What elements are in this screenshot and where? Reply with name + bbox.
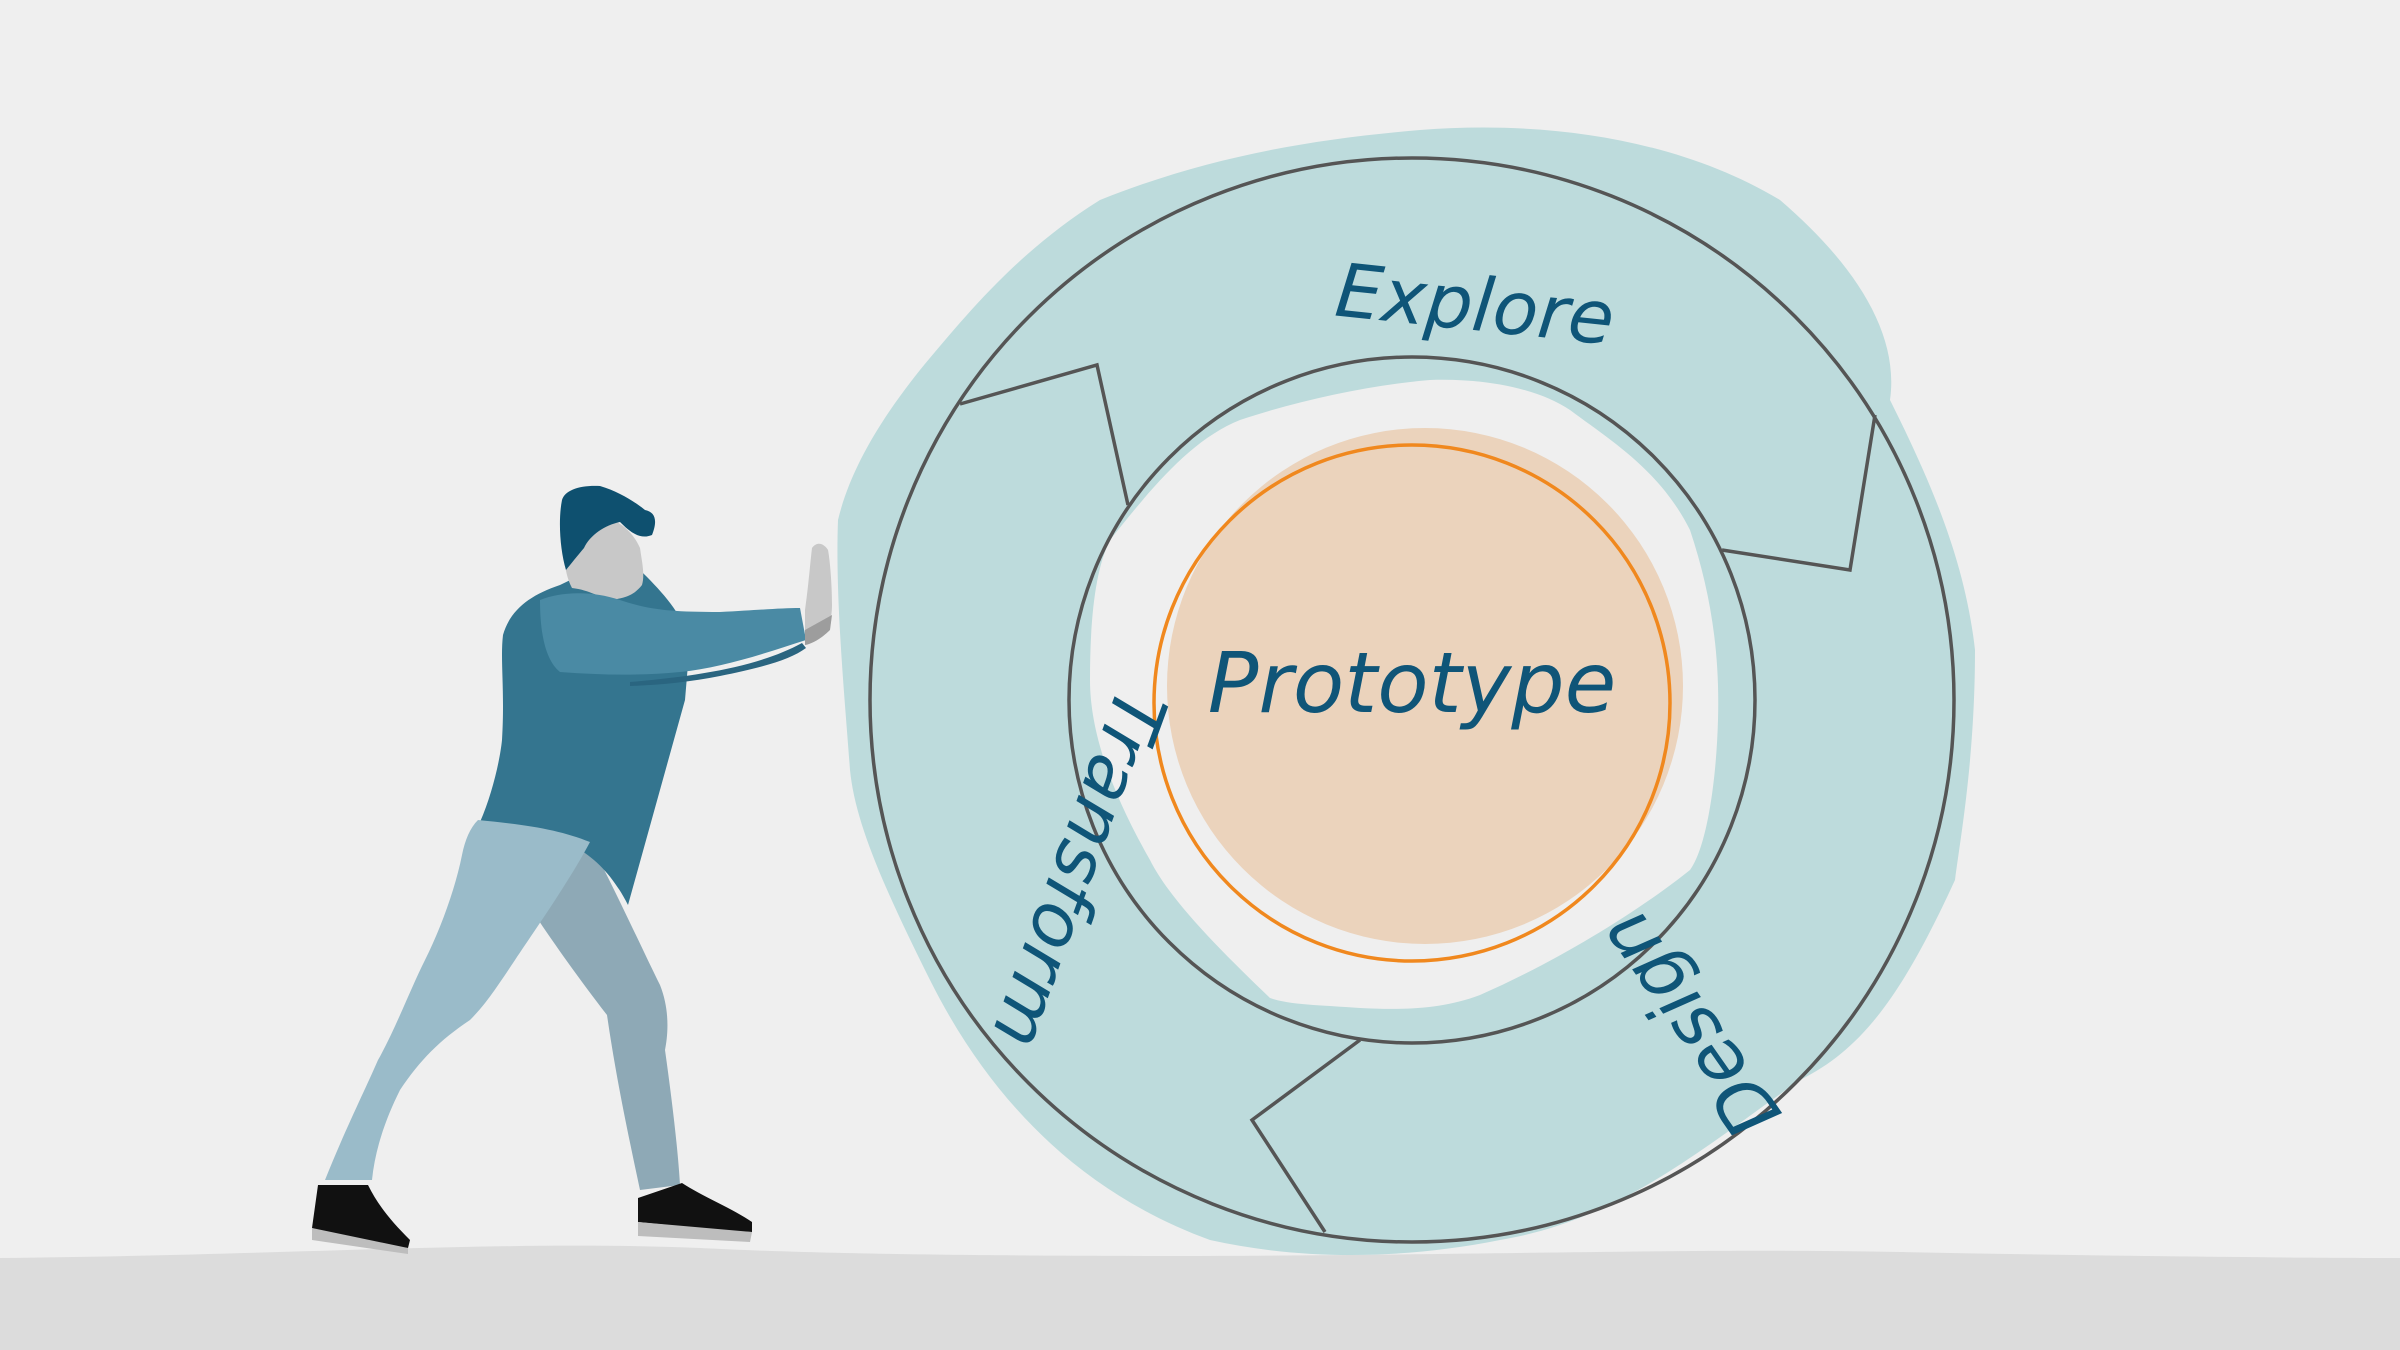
ground: [0, 1246, 2400, 1350]
front-leg: [325, 820, 590, 1180]
center-label: Prototype: [1208, 634, 1617, 732]
person-figure: [312, 486, 832, 1254]
